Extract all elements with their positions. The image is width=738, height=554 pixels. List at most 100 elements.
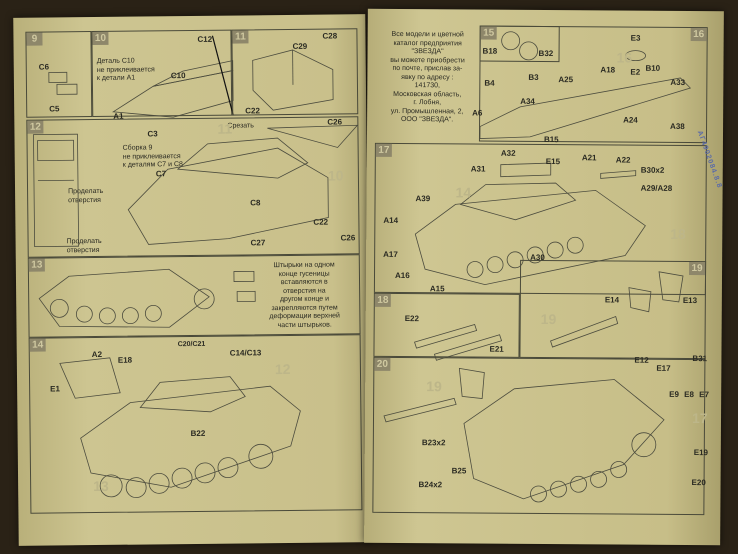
part-label: A39 (415, 194, 431, 204)
part-label: A17 (383, 249, 398, 259)
part-label: B24x2 (418, 480, 443, 490)
part-label: B10 (645, 63, 661, 73)
tracks-drawing (38, 268, 256, 328)
part-label: E19 (693, 448, 709, 458)
gun-mantlet-drawing (550, 271, 684, 348)
step-16-panel: 15 B18 B32 16 E3 B4 B3 A25 A18 E2 B10 A3… (472, 25, 708, 145)
part-label: E9 (669, 389, 680, 399)
part-label: A29/A28 (640, 183, 673, 193)
part-label: B25 (451, 466, 467, 476)
note-tracks: Штырьки на одном конце гусеницы вставляю… (269, 261, 340, 329)
sub-assembly-number: 10 (327, 167, 344, 184)
part-label: C6 (38, 62, 50, 72)
sub-assembly-number: 19 (540, 310, 557, 328)
final-assembly-drawing (383, 367, 665, 503)
part-c5-c6-drawing (48, 71, 78, 95)
part-label: E14 (604, 295, 620, 305)
part-label: A6 (472, 108, 483, 118)
hull-assembly-drawing (33, 124, 359, 248)
sub-assembly-number: 18 (670, 225, 686, 242)
part-label: E18 (117, 355, 133, 365)
part-label: B22 (190, 428, 206, 439)
part-label: A38 (670, 121, 685, 131)
step-13-panel: 13 Штырьки на одном конце гусеницы встав… (27, 254, 361, 338)
sub-assembly-number: 14 (455, 184, 472, 201)
part-label: C22 (245, 106, 260, 116)
note-c10: Деталь С10 не приклеивается к детали А1 (96, 57, 155, 82)
part-label: E3 (630, 33, 641, 43)
sub-assembly-number: 17 (691, 410, 708, 427)
note-assembly: Сборка 9 не приклеивается к деталям С7 и… (122, 144, 183, 169)
gun-barrel-drawing (414, 324, 503, 361)
part-label: B15 (543, 134, 559, 145)
part-label: A18 (600, 65, 616, 75)
part-label: E21 (489, 344, 504, 354)
step-11-panel: 11 C29 C28 C22 (231, 28, 359, 116)
part-label: A25 (558, 75, 574, 85)
step-20-panel: 20 E12 E17 B31 E9 E8 E7 B23x2 B24x2 B25 … (372, 354, 709, 516)
left-page: 9 C6 C5 10 Деталь С10 не приклеивается к… (13, 14, 371, 546)
tank-superstructure-drawing (414, 162, 646, 285)
step-12-panel: 12 Сборка 9 не приклеивается к деталям С… (26, 116, 360, 258)
part-label: E7 (699, 390, 710, 400)
step-9-panel: 9 C6 C5 (25, 31, 93, 118)
step-17-panel: 17 A31 A32 E15 A21 A22 B30x2 A29/A28 A39… (373, 142, 707, 296)
superstructure-drawing (252, 49, 334, 111)
part-label: C26 (327, 117, 343, 127)
part-label: C29 (292, 41, 308, 51)
note-drill-holes: Проделать отверстия (68, 187, 104, 204)
part-label: E20 (691, 478, 706, 488)
part-label: E12 (634, 355, 649, 365)
part-label: C20/C21 (177, 340, 206, 349)
part-label: B31 (692, 354, 708, 364)
step-14-panel: 14 A2 E18 C20/C21 C14/C13 E1 B22 12 13 (28, 334, 363, 514)
step-10-panel: 10 Деталь С10 не приклеивается к детали … (91, 29, 234, 121)
part-label: C26 (340, 233, 356, 243)
step-15-panel: 15 B18 B32 (479, 25, 560, 63)
note-drill-holes: Проделать отверстия (66, 237, 102, 254)
part-label: E8 (684, 389, 695, 400)
part-label: B23x2 (421, 438, 446, 448)
part-label: C5 (49, 104, 60, 114)
sub-assembly-number: 19 (426, 378, 442, 395)
sub-assembly-number: 11 (217, 120, 233, 137)
part-label: C10 (170, 71, 186, 81)
part-label: C14/C13 (229, 348, 262, 358)
step-19-panel: 19 E14 E13 19 (519, 259, 707, 360)
sub-assembly-number: 13 (93, 477, 109, 495)
tank-assembly-drawing (59, 357, 301, 498)
part-label: C3 (147, 129, 158, 139)
right-page: Все модели и цветной каталог предприятия… (364, 8, 724, 546)
part-label: E15 (545, 157, 561, 167)
sub-assembly-number: 16 (616, 49, 633, 66)
catalog-address-text: Все модели и цветной каталог предприятия… (390, 30, 465, 124)
part-label: E22 (404, 314, 419, 324)
part-label: C22 (313, 217, 329, 227)
part-label: B4 (484, 78, 495, 88)
part-label: A34 (520, 96, 535, 106)
part-label: A32 (500, 148, 516, 158)
part-label: E2 (630, 67, 641, 77)
part-label: C28 (322, 31, 338, 41)
part-label: C12 (197, 34, 213, 44)
part-label: E17 (656, 363, 671, 373)
sub-assembly-number: 12 (274, 360, 291, 378)
part-label: E1 (50, 384, 60, 394)
part-label: A21 (581, 153, 597, 163)
part-label: A33 (670, 77, 686, 87)
part-label: E13 (682, 295, 698, 306)
part-label: C27 (250, 238, 266, 248)
part-label: C8 (250, 198, 261, 208)
part-label: C7 (155, 169, 167, 179)
part-label: A15 (429, 284, 445, 294)
part-label: A22 (615, 155, 631, 165)
part-label: A24 (623, 115, 638, 125)
part-label: A2 (91, 349, 103, 360)
fender-drawing (479, 50, 692, 139)
part-label: B30x2 (640, 165, 665, 175)
part-label: A14 (383, 215, 399, 225)
step-18-panel: 18 E22 E21 (373, 292, 520, 361)
part-label: A16 (394, 270, 410, 281)
part-label: B3 (528, 72, 539, 82)
hull-drawing (112, 35, 234, 118)
